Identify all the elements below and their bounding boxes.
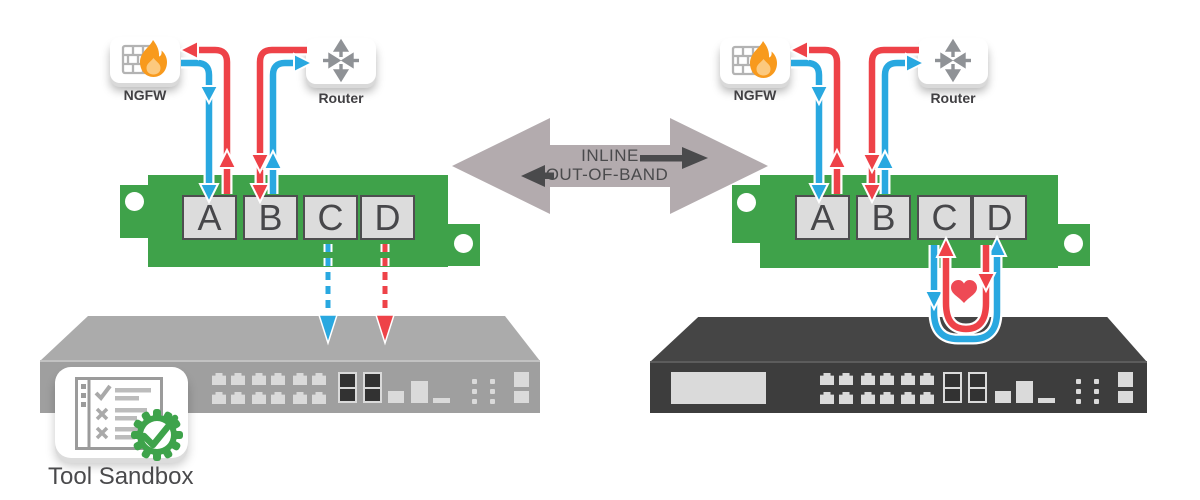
power-port bbox=[514, 372, 529, 387]
router-card-left bbox=[306, 38, 376, 84]
rj45-port-group bbox=[212, 373, 245, 404]
pcb-mount-hole bbox=[125, 192, 144, 211]
rj45-port bbox=[312, 392, 326, 404]
ngfw-card-left bbox=[110, 37, 180, 83]
heartbeat-icon bbox=[951, 280, 977, 303]
rj45-port bbox=[861, 392, 875, 404]
rj45-port bbox=[271, 392, 285, 404]
rj45-port bbox=[880, 373, 894, 385]
router-label-right: Router bbox=[930, 90, 976, 106]
port-c-left: C bbox=[303, 195, 358, 240]
appliance-top-left bbox=[40, 316, 540, 361]
rj45-port bbox=[820, 392, 834, 404]
mgmt-port bbox=[388, 391, 404, 403]
rj45-port bbox=[839, 392, 853, 404]
lcd-panel bbox=[671, 372, 766, 404]
rj45-port bbox=[293, 373, 307, 385]
firewall-icon bbox=[731, 41, 777, 78]
console-port bbox=[1016, 381, 1033, 403]
flow-b-to-router-right bbox=[874, 52, 927, 194]
check-icon bbox=[140, 414, 179, 449]
rj45-port bbox=[212, 373, 226, 385]
router-icon bbox=[935, 38, 971, 83]
appliance-top-right bbox=[650, 317, 1147, 362]
inline-label: INLINE bbox=[581, 146, 639, 165]
port-a-left: A bbox=[182, 195, 237, 240]
x-icon bbox=[95, 407, 109, 440]
slot-bar bbox=[1038, 398, 1055, 403]
rj45-port bbox=[271, 373, 285, 385]
rj45-port bbox=[252, 373, 266, 385]
sfp-cage bbox=[943, 372, 962, 403]
rj45-port bbox=[880, 392, 894, 404]
rj45-port bbox=[901, 373, 915, 385]
power-port bbox=[1118, 391, 1133, 403]
port-d-right: D bbox=[972, 195, 1027, 240]
sfp-cage bbox=[338, 372, 357, 403]
slot-bar bbox=[433, 398, 450, 403]
sfp-cage bbox=[363, 372, 382, 403]
port-b-left: B bbox=[243, 195, 298, 240]
led-dots bbox=[1076, 379, 1099, 404]
rj45-port bbox=[231, 373, 245, 385]
port-b-right: B bbox=[856, 195, 911, 240]
check-icon bbox=[94, 384, 112, 402]
pcb-mount-hole bbox=[737, 193, 756, 212]
port-d-left: D bbox=[360, 195, 415, 240]
rj45-port bbox=[920, 392, 934, 404]
led-dots bbox=[472, 379, 495, 404]
flow-b-to-router-left bbox=[262, 52, 315, 194]
mgmt-port bbox=[995, 391, 1011, 403]
tool-sandbox-label: Tool Sandbox bbox=[48, 463, 194, 490]
rj45-port bbox=[901, 392, 915, 404]
flow-a-to-ngfw-right bbox=[787, 39, 848, 194]
router-icon bbox=[323, 38, 359, 83]
rj45-port-group bbox=[252, 373, 285, 404]
console-port bbox=[411, 381, 428, 403]
rj45-port bbox=[312, 373, 326, 385]
ngfw-card-right bbox=[720, 38, 790, 84]
ngfw-label-right: NGFW bbox=[733, 87, 777, 103]
rj45-port bbox=[839, 373, 853, 385]
rj45-port-group bbox=[901, 373, 934, 404]
port-c-right: C bbox=[917, 195, 972, 240]
verified-gear-icon bbox=[131, 409, 183, 461]
ngfw-label-left: NGFW bbox=[123, 87, 167, 103]
out-of-band-label: OUT-OF-BAND bbox=[545, 165, 669, 184]
rj45-port-group bbox=[820, 373, 853, 404]
sfp-cage bbox=[968, 372, 987, 403]
rj45-port bbox=[252, 392, 266, 404]
port-a-right: A bbox=[795, 195, 850, 240]
rj45-port bbox=[231, 392, 245, 404]
pcb-mount-hole bbox=[1064, 234, 1083, 253]
rj45-port bbox=[920, 373, 934, 385]
power-port bbox=[1118, 372, 1133, 387]
rj45-port-group bbox=[861, 373, 894, 404]
pcb-mount-hole bbox=[454, 234, 473, 253]
rj45-port bbox=[293, 392, 307, 404]
power-port bbox=[514, 391, 529, 403]
firewall-icon bbox=[121, 40, 167, 77]
router-card-right bbox=[918, 38, 988, 84]
rj45-port-group bbox=[293, 373, 326, 404]
rj45-port bbox=[212, 392, 226, 404]
rj45-port bbox=[861, 373, 875, 385]
flow-a-to-ngfw-left bbox=[177, 39, 238, 194]
router-label-left: Router bbox=[318, 90, 364, 106]
rj45-port bbox=[820, 373, 834, 385]
